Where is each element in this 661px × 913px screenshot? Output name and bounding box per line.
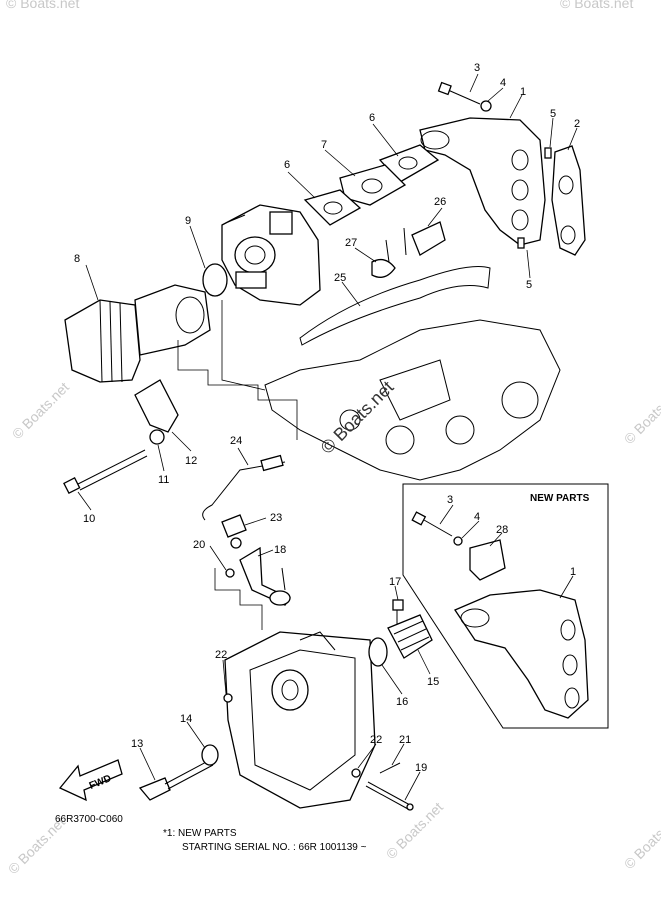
inset-exhaust-manifold xyxy=(454,589,589,719)
engine-block xyxy=(264,319,561,481)
callout-17: 17 xyxy=(389,576,401,588)
intake-silencer-cover xyxy=(64,299,141,383)
callout-6-upper: 6 xyxy=(369,112,375,124)
choke-rod xyxy=(365,781,414,811)
manifold-bolt xyxy=(437,81,481,105)
callout-4-inset: 4 xyxy=(474,511,480,523)
carburetor xyxy=(221,204,321,306)
inset-washer xyxy=(453,536,463,546)
washer-20 xyxy=(225,568,235,578)
callout-21: 21 xyxy=(399,734,411,746)
callout-16: 16 xyxy=(396,696,408,708)
callout-9: 9 xyxy=(185,215,191,227)
washer-22-lower xyxy=(351,768,361,778)
callout-labels: 1 2 3 4 5 5 6 6 7 8 9 10 11 12 13 14 15 … xyxy=(74,62,580,774)
reference-line xyxy=(214,568,263,630)
carburetor-spacer xyxy=(339,164,407,206)
watermark-bottom-mid: © Boats.net xyxy=(383,799,446,862)
watermark-top-right: © Boats.net xyxy=(560,0,633,11)
link-joint xyxy=(221,514,247,538)
carburetor-gasket-lower xyxy=(303,189,362,226)
pin xyxy=(379,762,401,774)
choke-lever xyxy=(239,546,291,606)
callout-3-inset: 3 xyxy=(447,494,453,506)
callout-4: 4 xyxy=(500,77,506,89)
callout-13: 13 xyxy=(131,738,143,750)
reference-line xyxy=(177,340,298,440)
washer xyxy=(480,100,492,112)
intake-duct xyxy=(134,284,211,356)
callout-19: 19 xyxy=(415,762,427,774)
intake-silencer-case xyxy=(224,631,376,809)
new-parts-inset: NEW PARTS xyxy=(402,483,609,729)
watermark-center: © Boats.net xyxy=(317,377,398,458)
callout-1-inset: 1 xyxy=(570,566,576,578)
callout-3: 3 xyxy=(474,62,480,74)
rubber-boot xyxy=(387,614,433,659)
choke-knob xyxy=(138,759,214,801)
callout-14: 14 xyxy=(180,713,192,725)
callout-2: 2 xyxy=(574,118,580,130)
inset-title: NEW PARTS xyxy=(530,493,590,504)
callout-27: 27 xyxy=(345,237,357,249)
dowel-pins xyxy=(517,147,552,249)
watermark-top-left: © Boats.net xyxy=(6,0,79,11)
manifold-gasket xyxy=(551,145,586,256)
reference-line xyxy=(221,300,266,391)
rod-joint xyxy=(260,454,284,472)
knob-grommet xyxy=(201,744,219,766)
callout-8: 8 xyxy=(74,253,80,265)
watermark-right: © Boats.net xyxy=(621,384,661,447)
long-bolt xyxy=(63,449,148,495)
washer-22-upper xyxy=(223,693,233,703)
callout-22-upper: 22 xyxy=(215,649,227,661)
callout-20: 20 xyxy=(193,539,205,551)
inset-bolt xyxy=(411,511,453,537)
callout-5-upper: 5 xyxy=(550,108,556,120)
callout-5-lower: 5 xyxy=(526,279,532,291)
callout-18: 18 xyxy=(274,544,286,556)
o-ring xyxy=(202,263,228,297)
callout-10: 10 xyxy=(83,513,95,525)
fuel-hose xyxy=(299,266,491,346)
grommet xyxy=(149,429,165,445)
callout-24: 24 xyxy=(230,435,242,447)
callout-12: 12 xyxy=(185,455,197,467)
callout-26: 26 xyxy=(434,196,446,208)
watermark-bottom-right: © Boats.net xyxy=(621,809,661,872)
diagram-code: 66R3700-C060 xyxy=(55,814,123,825)
callout-15: 15 xyxy=(427,676,439,688)
forward-arrow: FWD xyxy=(58,759,123,802)
watermark-left: © Boats.net xyxy=(9,379,72,442)
callout-25: 25 xyxy=(334,272,346,284)
screw xyxy=(392,599,404,625)
callout-6-lower: 6 xyxy=(284,159,290,171)
inset-bracket xyxy=(469,539,506,581)
hose-clip xyxy=(371,258,396,278)
leader-lines xyxy=(77,73,578,801)
hose-clamp-bracket xyxy=(411,221,446,256)
callout-22-lower: 22 xyxy=(370,734,382,746)
callout-7: 7 xyxy=(321,139,327,151)
throttle-rod xyxy=(202,461,286,521)
callout-28: 28 xyxy=(496,524,508,536)
silencer-bracket xyxy=(134,379,179,433)
footnote-line-1: *1: NEW PARTS xyxy=(163,828,237,839)
callout-23: 23 xyxy=(270,512,282,524)
callout-1: 1 xyxy=(520,86,526,98)
callout-11: 11 xyxy=(158,474,169,486)
bushing xyxy=(230,537,242,549)
footnote-line-2: STARTING SERIAL NO. : 66R 1001139 ~ xyxy=(182,842,367,853)
silencer-gasket xyxy=(368,637,388,667)
